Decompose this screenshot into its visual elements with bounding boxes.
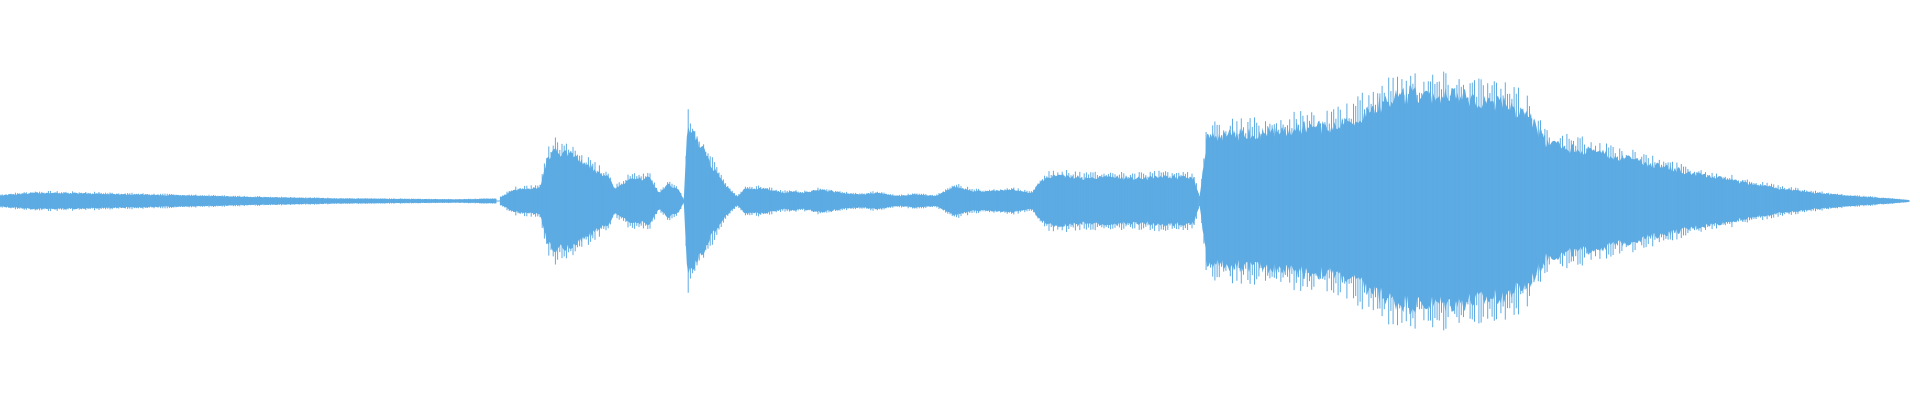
waveform-segment-phrase-1 xyxy=(499,137,684,265)
waveform-envelope xyxy=(500,148,684,253)
waveform-segment-intro-tail xyxy=(0,190,497,212)
waveform-segment-phrase-2 xyxy=(683,109,1200,293)
waveform-segment-sustain xyxy=(1199,71,1909,331)
waveform-envelope xyxy=(1199,85,1909,315)
